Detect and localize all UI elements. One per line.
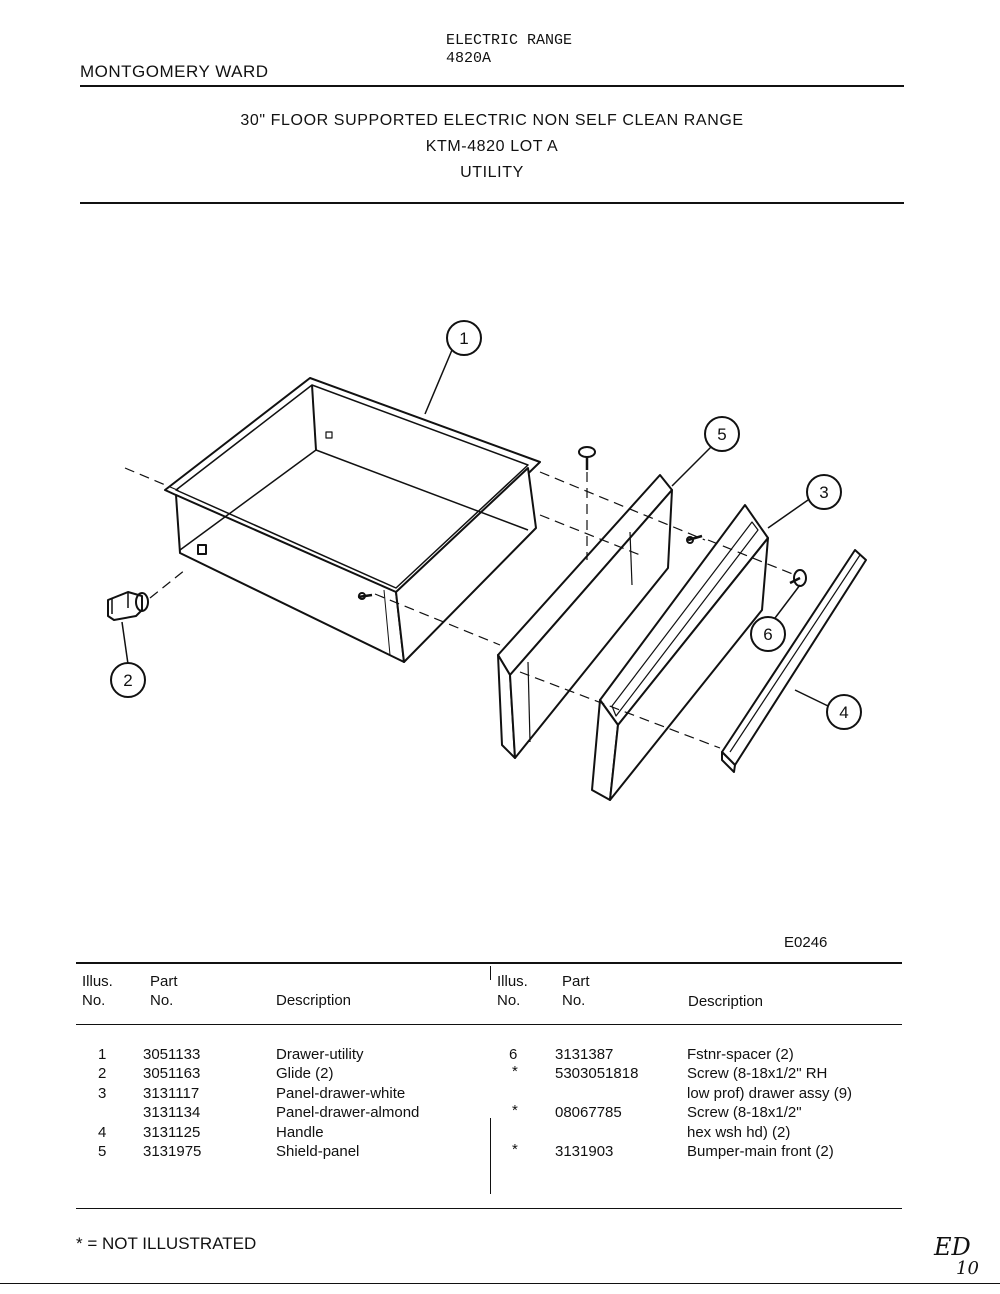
callout-5: 5 (717, 425, 726, 444)
title-rule (80, 202, 904, 204)
callout-6: 6 (763, 625, 772, 644)
brand-name: MONTGOMERY WARD (80, 62, 269, 81)
shield-panel-drawing (497, 474, 673, 759)
header-illus-right: Illus.No. (497, 973, 528, 1009)
table-top-rule (76, 962, 902, 964)
header-illus-left: Illus.No. (82, 973, 113, 1009)
product-line-2: 4820A (446, 50, 492, 67)
title-line-3: UTILITY (460, 164, 524, 181)
column-divider (490, 1118, 491, 1194)
header-divider-tick (490, 966, 491, 980)
handwritten-mark: ED 10 (934, 1233, 979, 1279)
glide-drawing (107, 591, 149, 621)
title-line-2: KTM-4820 LOT A (425, 138, 559, 155)
product-line-1: ELECTRIC RANGE (446, 32, 573, 49)
handle-drawing (721, 549, 867, 773)
drawer-utility-drawing (164, 377, 541, 663)
callout-1: 1 (459, 329, 468, 348)
header-rule (80, 85, 904, 87)
callout-3: 3 (819, 483, 828, 502)
table-bottom-rule (76, 1208, 902, 1209)
panel-drawer-drawing (591, 504, 769, 801)
title-line-1: 30" FLOOR SUPPORTED ELECTRIC NON SELF CL… (240, 112, 744, 129)
screw-drawing (578, 446, 807, 587)
callout-4: 4 (839, 703, 848, 722)
header-underline (76, 1024, 902, 1025)
exploded-parts-diagram: 1 5 3 4 6 2 (107, 320, 867, 801)
page-bottom-edge (0, 1283, 1000, 1284)
callout-2: 2 (123, 671, 132, 690)
header-desc-right: Description (688, 993, 764, 1010)
not-illustrated-note: * = NOT ILLUSTRATED (76, 1234, 257, 1253)
figure-code: E0246 (784, 934, 828, 951)
header-desc-left: Description (276, 992, 352, 1009)
